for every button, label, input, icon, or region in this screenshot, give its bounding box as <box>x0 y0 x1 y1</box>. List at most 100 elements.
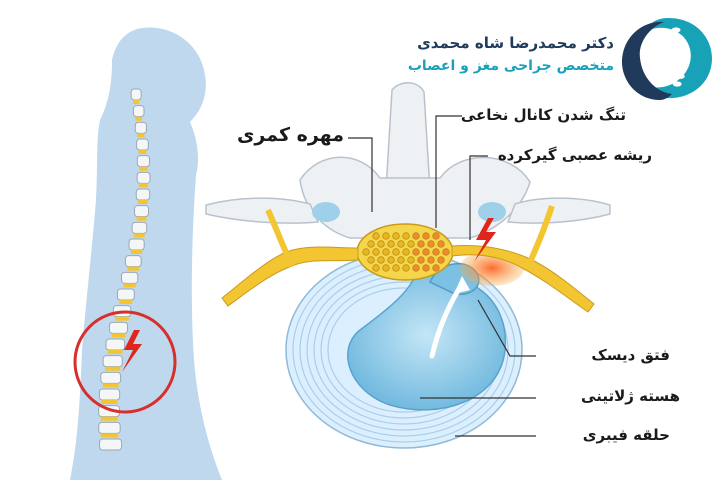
brand-name: دکتر محمدرضا شاه محمدی <box>417 34 614 52</box>
nerve-fiber-dot <box>382 248 390 256</box>
brand-subtitle: متخصص جراحی مغز و اعصاب <box>407 58 614 74</box>
logo-vertebra <box>677 42 687 49</box>
nerve-fiber-dot <box>397 256 405 264</box>
vertebra-body <box>105 338 126 351</box>
vertebra-body <box>121 271 139 284</box>
nerve-fiber-dot <box>412 232 420 240</box>
right-nerve-root <box>451 245 595 313</box>
nerve-fiber-dot <box>367 240 375 248</box>
nerve-fiber-dot <box>387 240 395 248</box>
vertebra-body <box>98 388 121 401</box>
nerve-fiber-dot <box>402 248 410 256</box>
vertebra-body <box>130 88 142 101</box>
nucleus-pulposus <box>347 273 507 411</box>
vertebra-body <box>128 238 145 251</box>
intervertebral-disc <box>119 300 133 304</box>
vertebra-body <box>100 371 122 384</box>
intervertebral-disc <box>138 200 148 204</box>
nerve-fiber-dot <box>362 248 370 256</box>
vertebra-cross-section <box>205 82 611 449</box>
leader-lines <box>348 115 536 437</box>
logo-vertebra <box>675 73 685 79</box>
label-nucleus-pulposus: هسته ژلاتینی <box>581 387 680 405</box>
intervertebral-disc <box>139 183 149 188</box>
nerve-fiber-dot <box>432 264 440 272</box>
label-pinched-nerve-root: ریشه عصبی گیرکرده <box>497 146 652 164</box>
nerve-fiber-dot <box>377 256 385 264</box>
intervertebral-disc <box>100 433 119 438</box>
nerve-fiber-dot <box>417 240 425 248</box>
vertebra-body <box>102 355 123 368</box>
nerve-fiber-dot <box>427 240 435 248</box>
intervertebral-disc <box>127 266 140 271</box>
vertebra-body <box>136 155 151 168</box>
vertebra-body <box>134 205 150 218</box>
lumbar-highlight-circle <box>73 310 177 414</box>
intervertebral-disc <box>101 400 118 404</box>
intervertebral-disc <box>136 216 147 221</box>
intervertebral-disc <box>134 233 145 238</box>
vertebra-body <box>134 121 147 134</box>
vertebra-body <box>131 221 148 234</box>
intervertebral-disc <box>100 416 118 421</box>
label-annulus-fibrosus: حلقه فیبری <box>582 426 670 444</box>
nerve-fiber-dot <box>437 240 445 248</box>
nerve-fiber-dot <box>412 264 420 272</box>
nerve-fiber-dot <box>422 264 430 272</box>
vertebra-body <box>98 421 121 434</box>
logo-vertebra <box>679 50 689 56</box>
spine-logo-icon <box>622 18 712 100</box>
nerve-fiber-dot <box>387 256 395 264</box>
spine-column <box>98 88 151 451</box>
nerve-fiber-dot <box>442 248 450 256</box>
logo-vertebra <box>672 81 682 87</box>
intervertebral-disc <box>123 283 136 288</box>
nerve-fiber-dot <box>402 232 410 240</box>
intervertebral-disc <box>135 116 142 121</box>
nerve-fiber-dot <box>392 232 400 240</box>
nerve-fiber-dot <box>427 256 435 264</box>
vertebra-body <box>116 288 135 301</box>
vertebra-body <box>136 138 149 151</box>
label-disc-herniation: فتق دیسک <box>591 346 670 364</box>
label-lumbar-vertebra: مهره کمری <box>237 124 344 146</box>
nerve-fiber-dot <box>432 248 440 256</box>
nerve-fiber-dot <box>422 232 430 240</box>
nerve-fiber-dot <box>392 248 400 256</box>
intervertebral-disc <box>131 250 143 254</box>
intervertebral-disc <box>115 316 129 321</box>
logo-vertebra <box>679 58 689 64</box>
nerve-fiber-dot <box>397 240 405 248</box>
intervertebral-disc <box>111 333 126 338</box>
nerve-fiber-dot <box>402 264 410 272</box>
intervertebral-disc <box>108 350 123 354</box>
nerve-fiber-dot <box>372 232 380 240</box>
nerve-fiber-dot <box>372 264 380 272</box>
nerve-fiber-dot <box>437 256 445 264</box>
nerve-fiber-dot <box>412 248 420 256</box>
nerve-fiber-dot <box>372 248 380 256</box>
pain-bolt-icon <box>122 330 142 372</box>
label-spinal-canal-narrowing: تنگ شدن کانال نخاعی <box>460 106 626 124</box>
nerve-fiber-dot <box>432 232 440 240</box>
body-silhouette <box>70 27 222 480</box>
logo-vertebra <box>671 27 681 33</box>
nerve-fiber-dot <box>422 248 430 256</box>
vertebra-body <box>109 321 129 334</box>
nerve-fiber-dot <box>407 240 415 248</box>
intervertebral-disc <box>102 383 119 388</box>
intervertebral-disc <box>137 133 145 138</box>
vertebra-body <box>135 188 151 201</box>
nerve-fiber-dot <box>367 256 375 264</box>
intervertebral-disc <box>138 150 147 154</box>
vertebra-body <box>99 438 123 451</box>
nerve-fiber-dot <box>417 256 425 264</box>
nerve-pain-bolt-icon <box>474 218 496 262</box>
nerve-fiber-dot <box>392 264 400 272</box>
nerve-fiber-dot <box>407 256 415 264</box>
vertebra-body <box>136 171 151 184</box>
logo-vertebra <box>674 35 684 41</box>
intervertebral-disc <box>133 100 140 104</box>
vertebra-body <box>124 255 142 268</box>
